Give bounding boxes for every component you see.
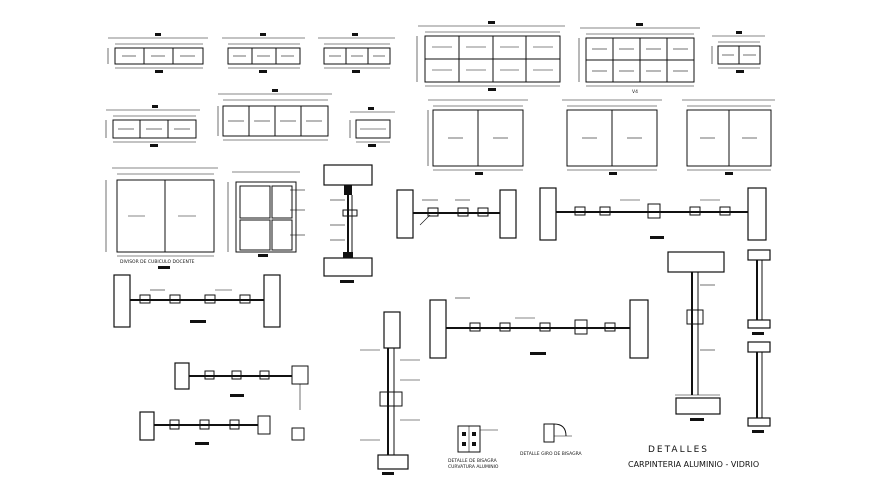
- horizontal-section-1: [396, 189, 517, 239]
- horizontal-section-4: [429, 297, 649, 359]
- horizontal-section-6: [139, 411, 305, 445]
- window-elevation-v6: [105, 105, 200, 147]
- label-curvatura-aluminio: CURVATURA ALUMINIO: [448, 464, 499, 470]
- window-elevation-v7: [217, 89, 332, 141]
- vertical-section-detail-4: [747, 249, 771, 433]
- window-elevation-v4-large: [416, 21, 565, 91]
- window-elevation-v4: V4: [578, 23, 700, 95]
- divider-elevation-cubiculo: DIVISOR DE CUBICULO DOCENTE: [105, 167, 218, 269]
- door-elevation-p2: [562, 99, 662, 175]
- vertical-section-detail-3: [667, 251, 725, 421]
- label-divisor: DIVISOR DE CUBICULO DOCENTE: [120, 259, 195, 265]
- label-v4: V4: [632, 89, 638, 95]
- hinge-rotation-detail: DETALLE GIRO DE BISAGRA: [520, 423, 583, 457]
- label-detalle-bisagra: DETALLE DE BISAGRA: [448, 458, 498, 464]
- window-elevation-v5: [711, 31, 765, 73]
- window-elevation-v1: [107, 33, 208, 73]
- door-elevation-p3: [682, 99, 775, 175]
- window-elevation-v3: [318, 33, 395, 73]
- vertical-section-detail-2: [360, 311, 420, 475]
- horizontal-section-2: [539, 187, 767, 241]
- window-elevation-v2: [222, 33, 305, 73]
- horizontal-section-3: [113, 274, 281, 328]
- label-detalle-giro: DETALLE GIRO DE BISAGRA: [520, 451, 583, 457]
- window-elevation-v8: [349, 107, 395, 147]
- horizontal-section-5: [174, 362, 309, 410]
- vertical-section-detail-1: [323, 164, 373, 283]
- drawing-subtitle: CARPINTERIA ALUMINIO - VIDRIO: [628, 460, 759, 469]
- door-elevation-p1: [427, 99, 528, 175]
- door-elevation-side: [227, 171, 305, 257]
- hinge-detail: DETALLE DE BISAGRA CURVATURA ALUMINIO: [448, 425, 499, 470]
- drawing-title: DETALLES: [648, 445, 709, 455]
